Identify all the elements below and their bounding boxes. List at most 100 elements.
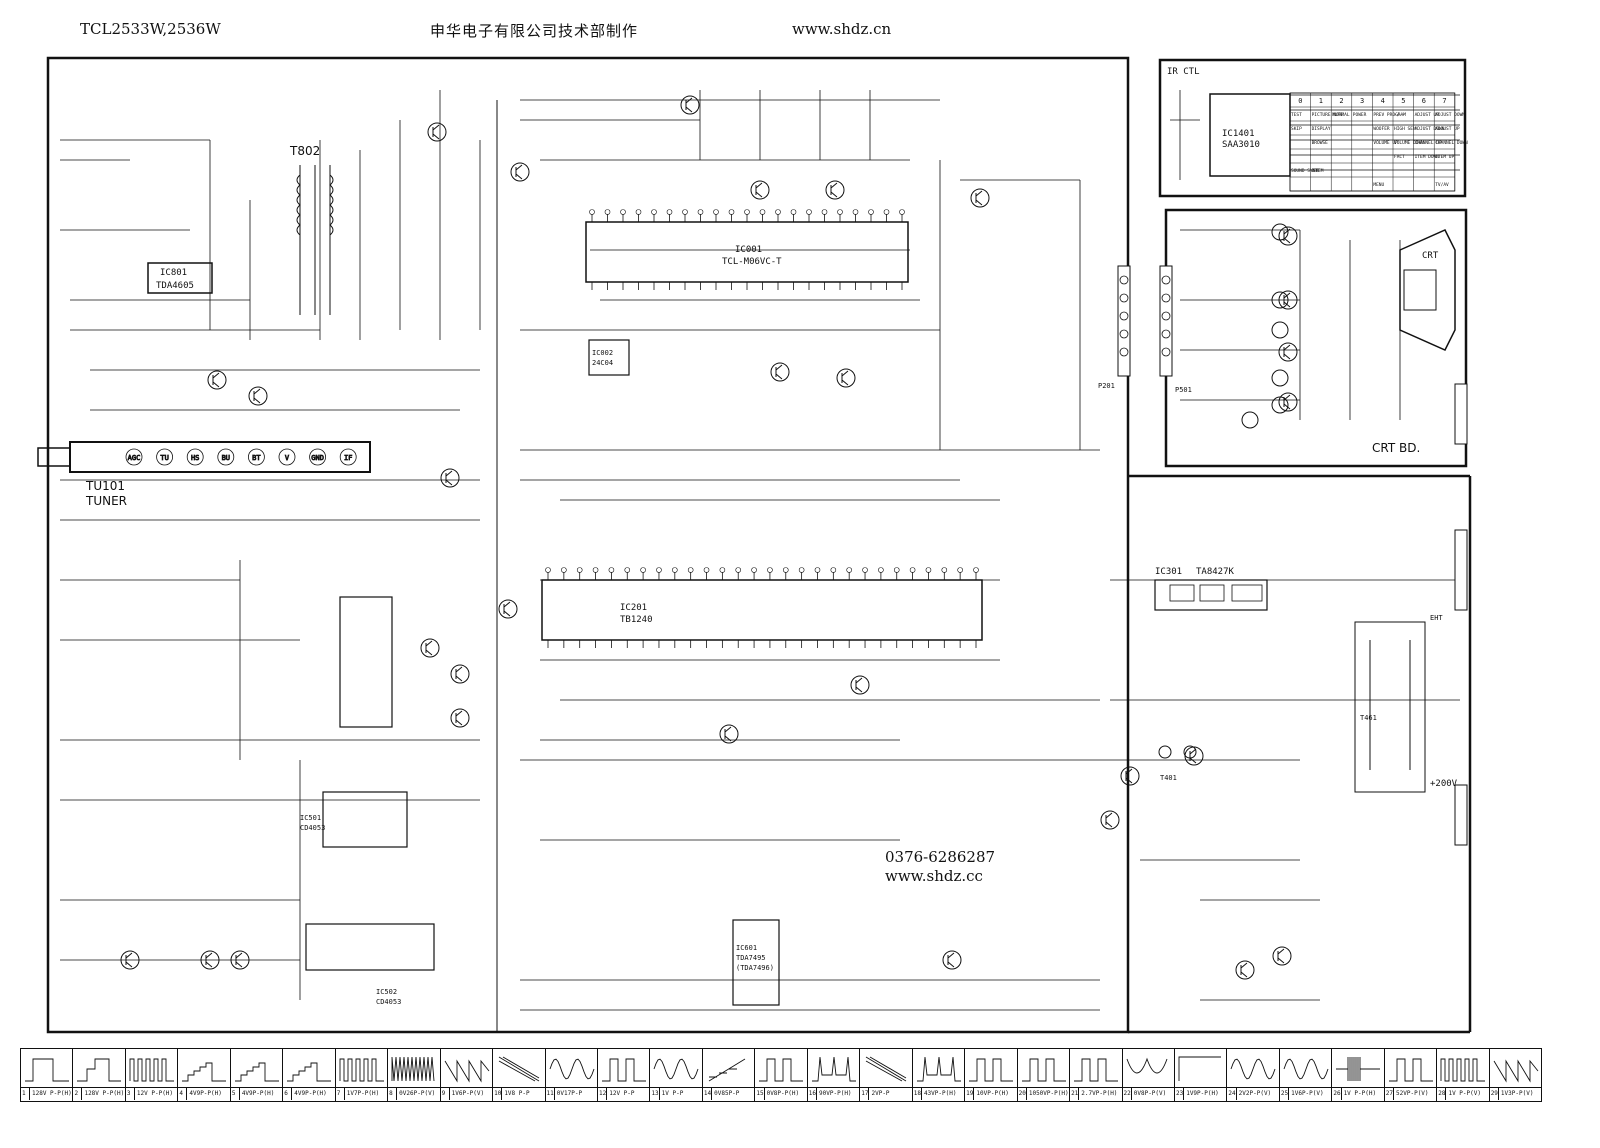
- remote-table-cell: ADJUST UP: [1415, 112, 1440, 118]
- remote-table-col: 5: [1401, 97, 1405, 105]
- remote-table-col: 6: [1422, 97, 1426, 105]
- waveform-trace: [1388, 1058, 1433, 1082]
- svg-text:IC601: IC601: [736, 944, 757, 952]
- waveform-number: 18: [914, 1088, 922, 1100]
- remote-table-cell: POWER: [1353, 112, 1367, 118]
- transistor-symbol: [1100, 810, 1120, 830]
- tuner-pin-label: BT: [252, 454, 261, 462]
- transistor-symbol: [207, 370, 227, 390]
- waveform-number: 26: [1333, 1088, 1342, 1100]
- tuner-label: TU101: [85, 479, 125, 493]
- waveform-label: 4V9P-P(H): [241, 1090, 275, 1097]
- transistor-symbol: [420, 638, 440, 658]
- remote-table-cell: MUTE: [1332, 112, 1343, 118]
- waveform-trace: [654, 1058, 699, 1080]
- waveform-label: 52VP-P(V): [1396, 1090, 1429, 1097]
- waveform-number: 22: [1124, 1088, 1132, 1100]
- tuner-pin: [278, 448, 296, 466]
- tuner-caption: TUNER: [85, 494, 127, 508]
- waveform-trace: [811, 1056, 856, 1082]
- waveform-label: 128V P-P(H): [32, 1090, 72, 1097]
- ir-board-outline: [1158, 58, 1467, 198]
- waveform-number: 7: [337, 1088, 345, 1100]
- waveform-label: 1V9P-P(H): [1186, 1090, 1219, 1097]
- waveform-trace: [77, 1058, 122, 1082]
- tuner-pin: [309, 448, 327, 466]
- svg-text:SAA3010: SAA3010: [1222, 140, 1260, 150]
- svg-text:EHT: EHT: [1430, 614, 1443, 622]
- remote-table-cell: ITEM UP: [1435, 154, 1454, 160]
- audio-ic: [732, 919, 780, 1006]
- remote-table-cell: VOLUME DOWN: [1394, 140, 1424, 146]
- remote-table-col: 4: [1381, 97, 1385, 105]
- waveform-number: 21: [1071, 1088, 1080, 1100]
- transistor-symbol: [750, 180, 770, 200]
- waveform-trace: [1021, 1058, 1066, 1082]
- svg-text:CD4053: CD4053: [300, 824, 325, 832]
- waveform-trace: [1230, 1058, 1276, 1080]
- transistor-symbol: [450, 708, 470, 728]
- remote-table-col: 0: [1298, 97, 1302, 105]
- svg-text:IC001: IC001: [735, 245, 762, 255]
- remote-table-col: 3: [1360, 97, 1364, 105]
- transistor-symbol: [230, 950, 250, 970]
- waveform-label: 1V6P-P(V): [1291, 1090, 1324, 1097]
- waveform-label: 4V9P-P(H): [189, 1090, 222, 1097]
- svg-text:CD4053: CD4053: [376, 998, 401, 1006]
- waveform-number: 5: [232, 1088, 240, 1100]
- waveform-number: 19: [966, 1088, 975, 1100]
- waveform-number: 20: [1019, 1088, 1027, 1100]
- transistor-symbol: [427, 122, 447, 142]
- remote-table-cell: SKIP: [1291, 126, 1302, 132]
- svg-text:P201: P201: [1098, 382, 1115, 390]
- transistor-symbol: [825, 180, 845, 200]
- tuner-body: [69, 441, 371, 473]
- waveform-number: 29: [1491, 1088, 1499, 1100]
- transistor-symbol: [680, 95, 700, 115]
- transistor-symbol: [1278, 392, 1298, 412]
- waveform-number: 27: [1386, 1088, 1395, 1100]
- tuner-pin: [125, 448, 143, 466]
- eeprom-ic: [588, 339, 630, 376]
- crt-tube: [1399, 229, 1456, 351]
- transistor-symbol: [498, 599, 518, 619]
- remote-table-cell: DISPLAY: [1312, 126, 1331, 132]
- svg-text:CRT: CRT: [1422, 251, 1439, 261]
- waveform-label: 0V8P-P(H): [766, 1090, 800, 1097]
- transistor-symbol: [850, 675, 870, 695]
- svg-text:TCL-M06VC-T: TCL-M06VC-T: [722, 257, 782, 267]
- waveform-label: 4V9P-P(H): [294, 1090, 327, 1097]
- waveform-number: 12: [599, 1088, 608, 1100]
- waveform-trace: [1178, 1056, 1221, 1081]
- tuner-pin: [339, 448, 357, 466]
- svg-text:TB1240: TB1240: [620, 615, 653, 625]
- transistor-symbol: [970, 188, 990, 208]
- remote-table-col: 7: [1442, 97, 1446, 105]
- waveform-number: 8: [389, 1088, 398, 1100]
- remote-table-cell: BBE: [1312, 168, 1320, 174]
- transistor-symbol: [1184, 746, 1204, 766]
- contact-phone: 0376-6286287: [885, 848, 996, 866]
- transistor-symbol: [719, 724, 739, 744]
